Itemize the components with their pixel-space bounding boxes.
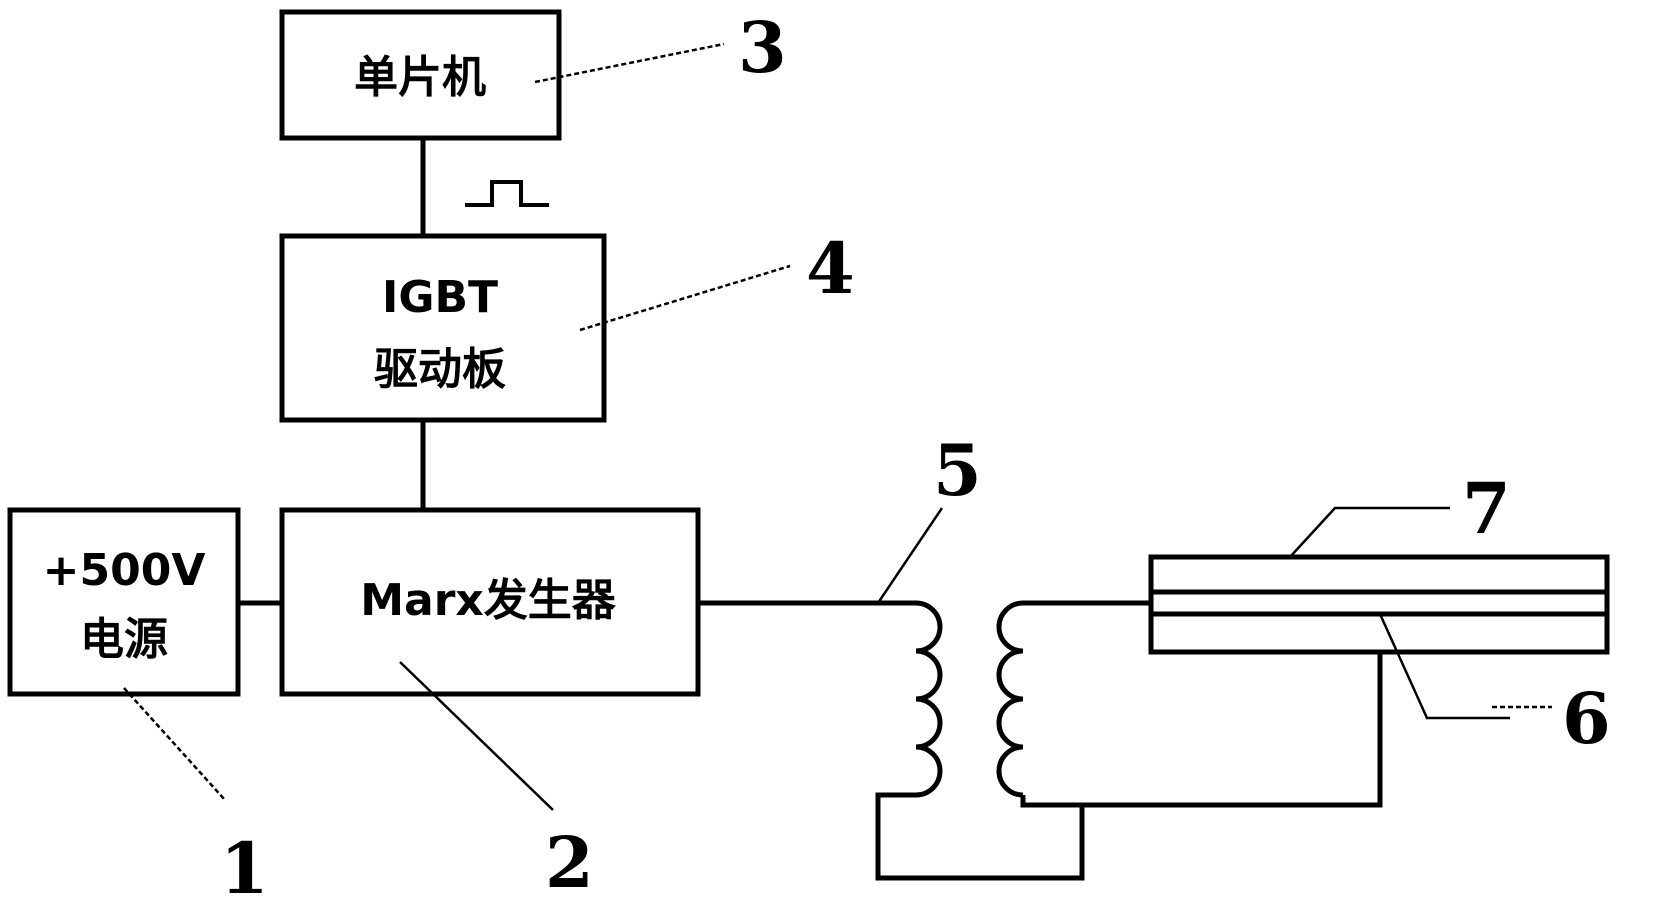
- callout-number-2: 2: [545, 821, 594, 901]
- leader-3: [534, 42, 725, 84]
- marx-generator-label: Marx发生器: [360, 575, 617, 626]
- callout-number-5: 5: [933, 429, 982, 512]
- leader-7: [1289, 506, 1450, 558]
- igbt-driver-block: [279, 233, 607, 423]
- callout-number-6: 6: [1562, 677, 1611, 760]
- igbt-driver-label-line2: 驱动板: [374, 344, 506, 395]
- transformer-secondary-coil: [996, 600, 1024, 798]
- pulse-signal-icon: [465, 180, 549, 207]
- power-supply-block: [7, 507, 241, 697]
- callout-number-1: 1: [220, 827, 269, 901]
- power-supply-label-line2: 电源: [80, 614, 168, 665]
- wire-secondary-return: [1020, 652, 1383, 808]
- leader-6: [1378, 613, 1510, 720]
- power-supply-label-line1: +500V: [43, 545, 206, 596]
- callout-number-4: 4: [806, 227, 855, 310]
- callout-number-7: 7: [1462, 467, 1511, 550]
- transformer-primary-coil: [915, 600, 943, 798]
- marx-generator-block: [279, 507, 701, 697]
- callout-number-3: 3: [738, 6, 787, 89]
- wire-primary-return: [875, 792, 1085, 881]
- mcu-block: [279, 9, 562, 141]
- leader-1: [123, 687, 226, 801]
- electrode-assembly: [1148, 554, 1610, 655]
- igbt-driver-label-line1: IGBT: [382, 272, 498, 323]
- leader-4: [579, 264, 791, 332]
- mcu-label: 单片机: [354, 52, 486, 103]
- leader-5: [876, 507, 944, 604]
- leader-2: [399, 661, 554, 811]
